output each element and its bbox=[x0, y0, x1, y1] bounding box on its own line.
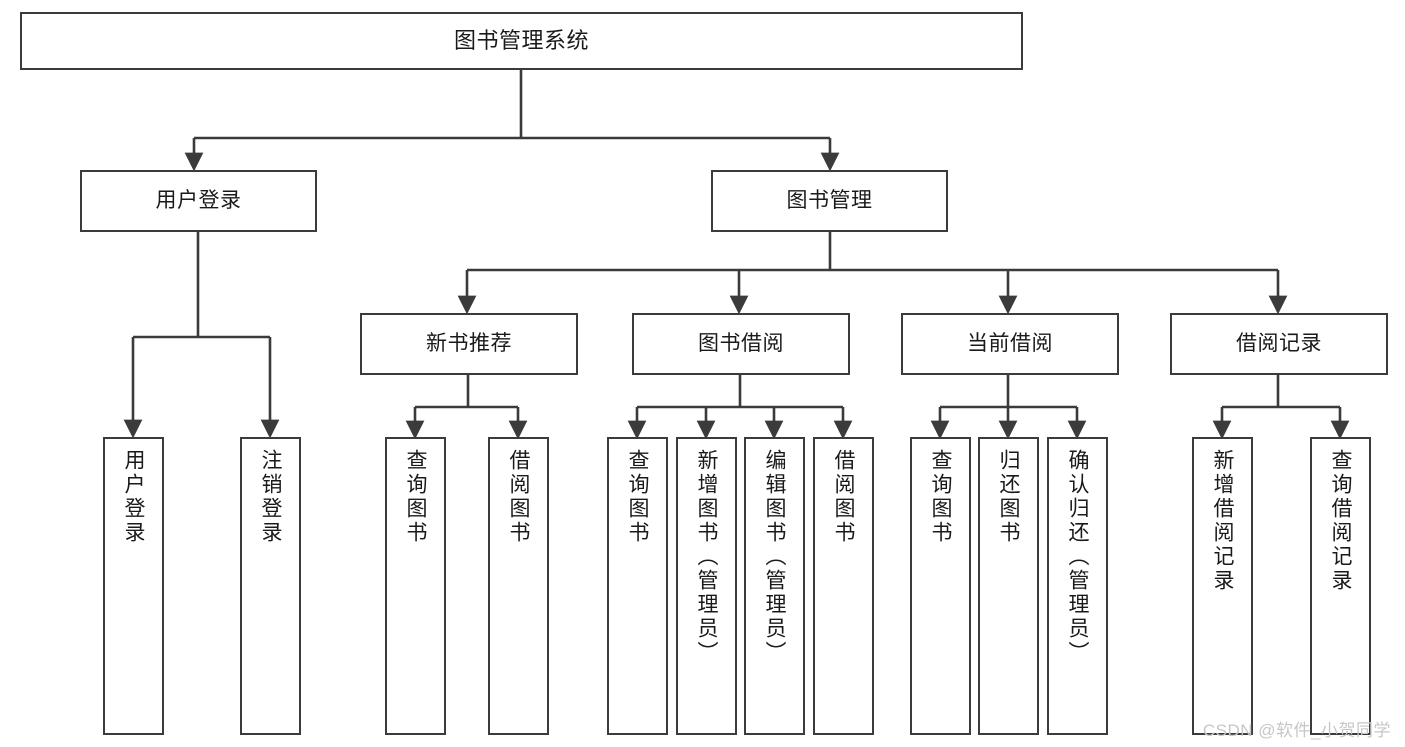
node-label: 新书推荐 bbox=[426, 332, 512, 356]
leaf-new-book-query-book[interactable]: 查询图书 bbox=[385, 437, 446, 735]
leaf-book-borrow-edit-book-admin[interactable]: 编辑图书（管理员） bbox=[744, 437, 805, 735]
leaf-book-borrow-query-book[interactable]: 查询图书 bbox=[607, 437, 668, 735]
node-label: 查询借阅记录 bbox=[1329, 449, 1352, 593]
node-label: 借阅图书 bbox=[832, 449, 855, 545]
node-borrow-record[interactable]: 借阅记录 bbox=[1170, 313, 1388, 375]
node-label: 编辑图书（管理员） bbox=[763, 449, 786, 665]
node-label: 查询图书 bbox=[404, 449, 427, 545]
node-label: 用户登录 bbox=[155, 189, 242, 213]
node-label: 图书借阅 bbox=[698, 332, 784, 356]
node-root-book-management-system[interactable]: 图书管理系统 bbox=[20, 12, 1023, 70]
leaf-book-borrow-borrow-book[interactable]: 借阅图书 bbox=[813, 437, 874, 735]
node-label: 归还图书 bbox=[997, 449, 1020, 545]
leaf-current-borrow-confirm-return-admin[interactable]: 确认归还（管理员） bbox=[1047, 437, 1108, 735]
node-user-login[interactable]: 用户登录 bbox=[80, 170, 317, 232]
node-label: 查询图书 bbox=[626, 449, 649, 545]
node-label: 新增图书（管理员） bbox=[695, 449, 718, 665]
watermark: CSDN @软件_小贺同学 bbox=[1202, 721, 1391, 740]
leaf-current-borrow-return-book[interactable]: 归还图书 bbox=[978, 437, 1039, 735]
leaf-borrow-record-add-record[interactable]: 新增借阅记录 bbox=[1192, 437, 1253, 735]
node-label: 新增借阅记录 bbox=[1211, 449, 1234, 593]
node-label: 确认归还（管理员） bbox=[1066, 449, 1089, 665]
leaf-book-borrow-add-book-admin[interactable]: 新增图书（管理员） bbox=[676, 437, 737, 735]
leaf-current-borrow-query-book[interactable]: 查询图书 bbox=[910, 437, 971, 735]
node-label: 用户登录 bbox=[122, 449, 145, 545]
node-book-management[interactable]: 图书管理 bbox=[711, 170, 948, 232]
leaf-new-book-borrow-book[interactable]: 借阅图书 bbox=[488, 437, 549, 735]
node-label: 借阅图书 bbox=[507, 449, 530, 545]
node-label: 当前借阅 bbox=[967, 332, 1053, 356]
node-new-book-recommend[interactable]: 新书推荐 bbox=[360, 313, 578, 375]
leaf-borrow-record-query-record[interactable]: 查询借阅记录 bbox=[1310, 437, 1371, 735]
node-label: 查询图书 bbox=[929, 449, 952, 545]
node-label: 图书管理 bbox=[786, 189, 873, 213]
node-label: 借阅记录 bbox=[1236, 332, 1322, 356]
node-book-borrow[interactable]: 图书借阅 bbox=[632, 313, 850, 375]
node-label: 注销登录 bbox=[259, 449, 282, 545]
node-label: 图书管理系统 bbox=[453, 27, 589, 53]
node-current-borrow[interactable]: 当前借阅 bbox=[901, 313, 1119, 375]
leaf-user-login-sign-out[interactable]: 注销登录 bbox=[240, 437, 301, 735]
leaf-user-login-sign-in[interactable]: 用户登录 bbox=[103, 437, 164, 735]
